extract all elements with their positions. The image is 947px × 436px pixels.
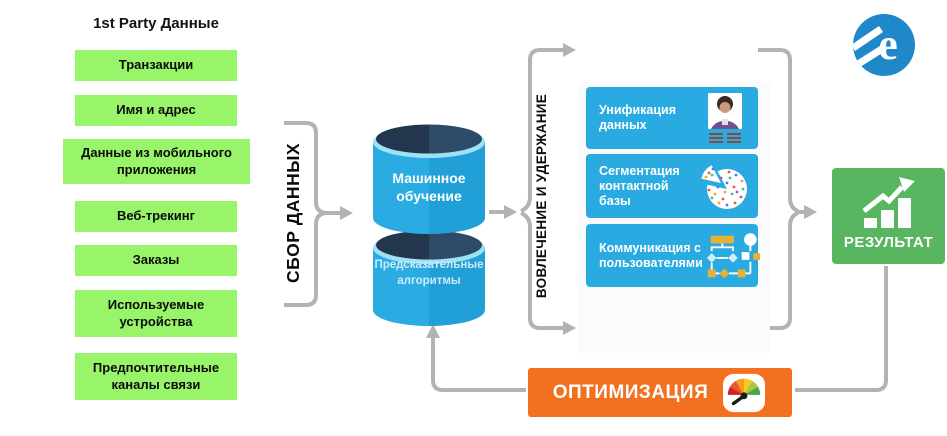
arrow-into-engagement: [504, 205, 517, 219]
result-box: РЕЗУЛЬТАТ: [832, 168, 945, 264]
arrow-top-right: [563, 43, 576, 57]
step-label: Коммуникация с пользователями: [599, 240, 703, 270]
loop-optimization-to-cylinder: [431, 337, 526, 392]
database-icon: [373, 124, 485, 326]
workflow-icon: [703, 232, 761, 280]
person-card-icon: [696, 93, 754, 143]
optimization-box: ОПТИМИЗАЦИЯ: [528, 368, 792, 417]
arrow-into-result: [804, 205, 817, 219]
arrow-into-cylinder: [340, 206, 353, 220]
step-label: Сегментация контактной базы: [599, 163, 680, 208]
pie-segmentation-icon: [696, 161, 754, 211]
source-box-transactions: Транзакции: [75, 50, 237, 81]
result-label: РЕЗУЛЬТАТ: [843, 234, 934, 251]
source-box-name-address: Имя и адрес: [75, 95, 237, 126]
collection-phase-label: СБОР ДАННЫХ: [283, 142, 303, 284]
source-box-web-tracking: Веб-трекинг: [75, 201, 237, 232]
source-box-preferred-channels: Предпочтительные каналы связи: [75, 353, 237, 400]
step-label: Унификация данных: [599, 103, 677, 132]
step-box-communication: Коммуникация с пользователями: [586, 224, 761, 287]
source-box-mobile-app-data: Данные из мобильного приложения: [63, 139, 250, 184]
source-box-orders: Заказы: [75, 245, 237, 276]
gauge-icon: [723, 373, 766, 412]
svg-text:e: e: [878, 20, 898, 69]
first-party-title: 1st Party Данные: [93, 15, 219, 32]
source-box-devices: Используемые устройства: [75, 290, 237, 337]
machine-learning-label: Машинное обучение: [392, 170, 466, 204]
arrow-bottom-right: [563, 321, 576, 335]
growth-chart-icon: [861, 177, 915, 228]
optimization-label: ОПТИМИЗАЦИЯ: [552, 381, 709, 403]
loop-result-to-optimization: [795, 266, 888, 392]
step-box-data-unification: Унификация данных: [586, 87, 758, 149]
esputnik-logo-icon: e: [853, 14, 915, 76]
step-box-segmentation: Сегментация контактной базы: [586, 154, 758, 218]
predictive-algorithms-label: Предсказательные алгоритмы: [374, 259, 484, 287]
engagement-phase-label: ВОВЛЕЧЕНИЕ И УДЕРЖАНИЕ: [534, 93, 549, 299]
